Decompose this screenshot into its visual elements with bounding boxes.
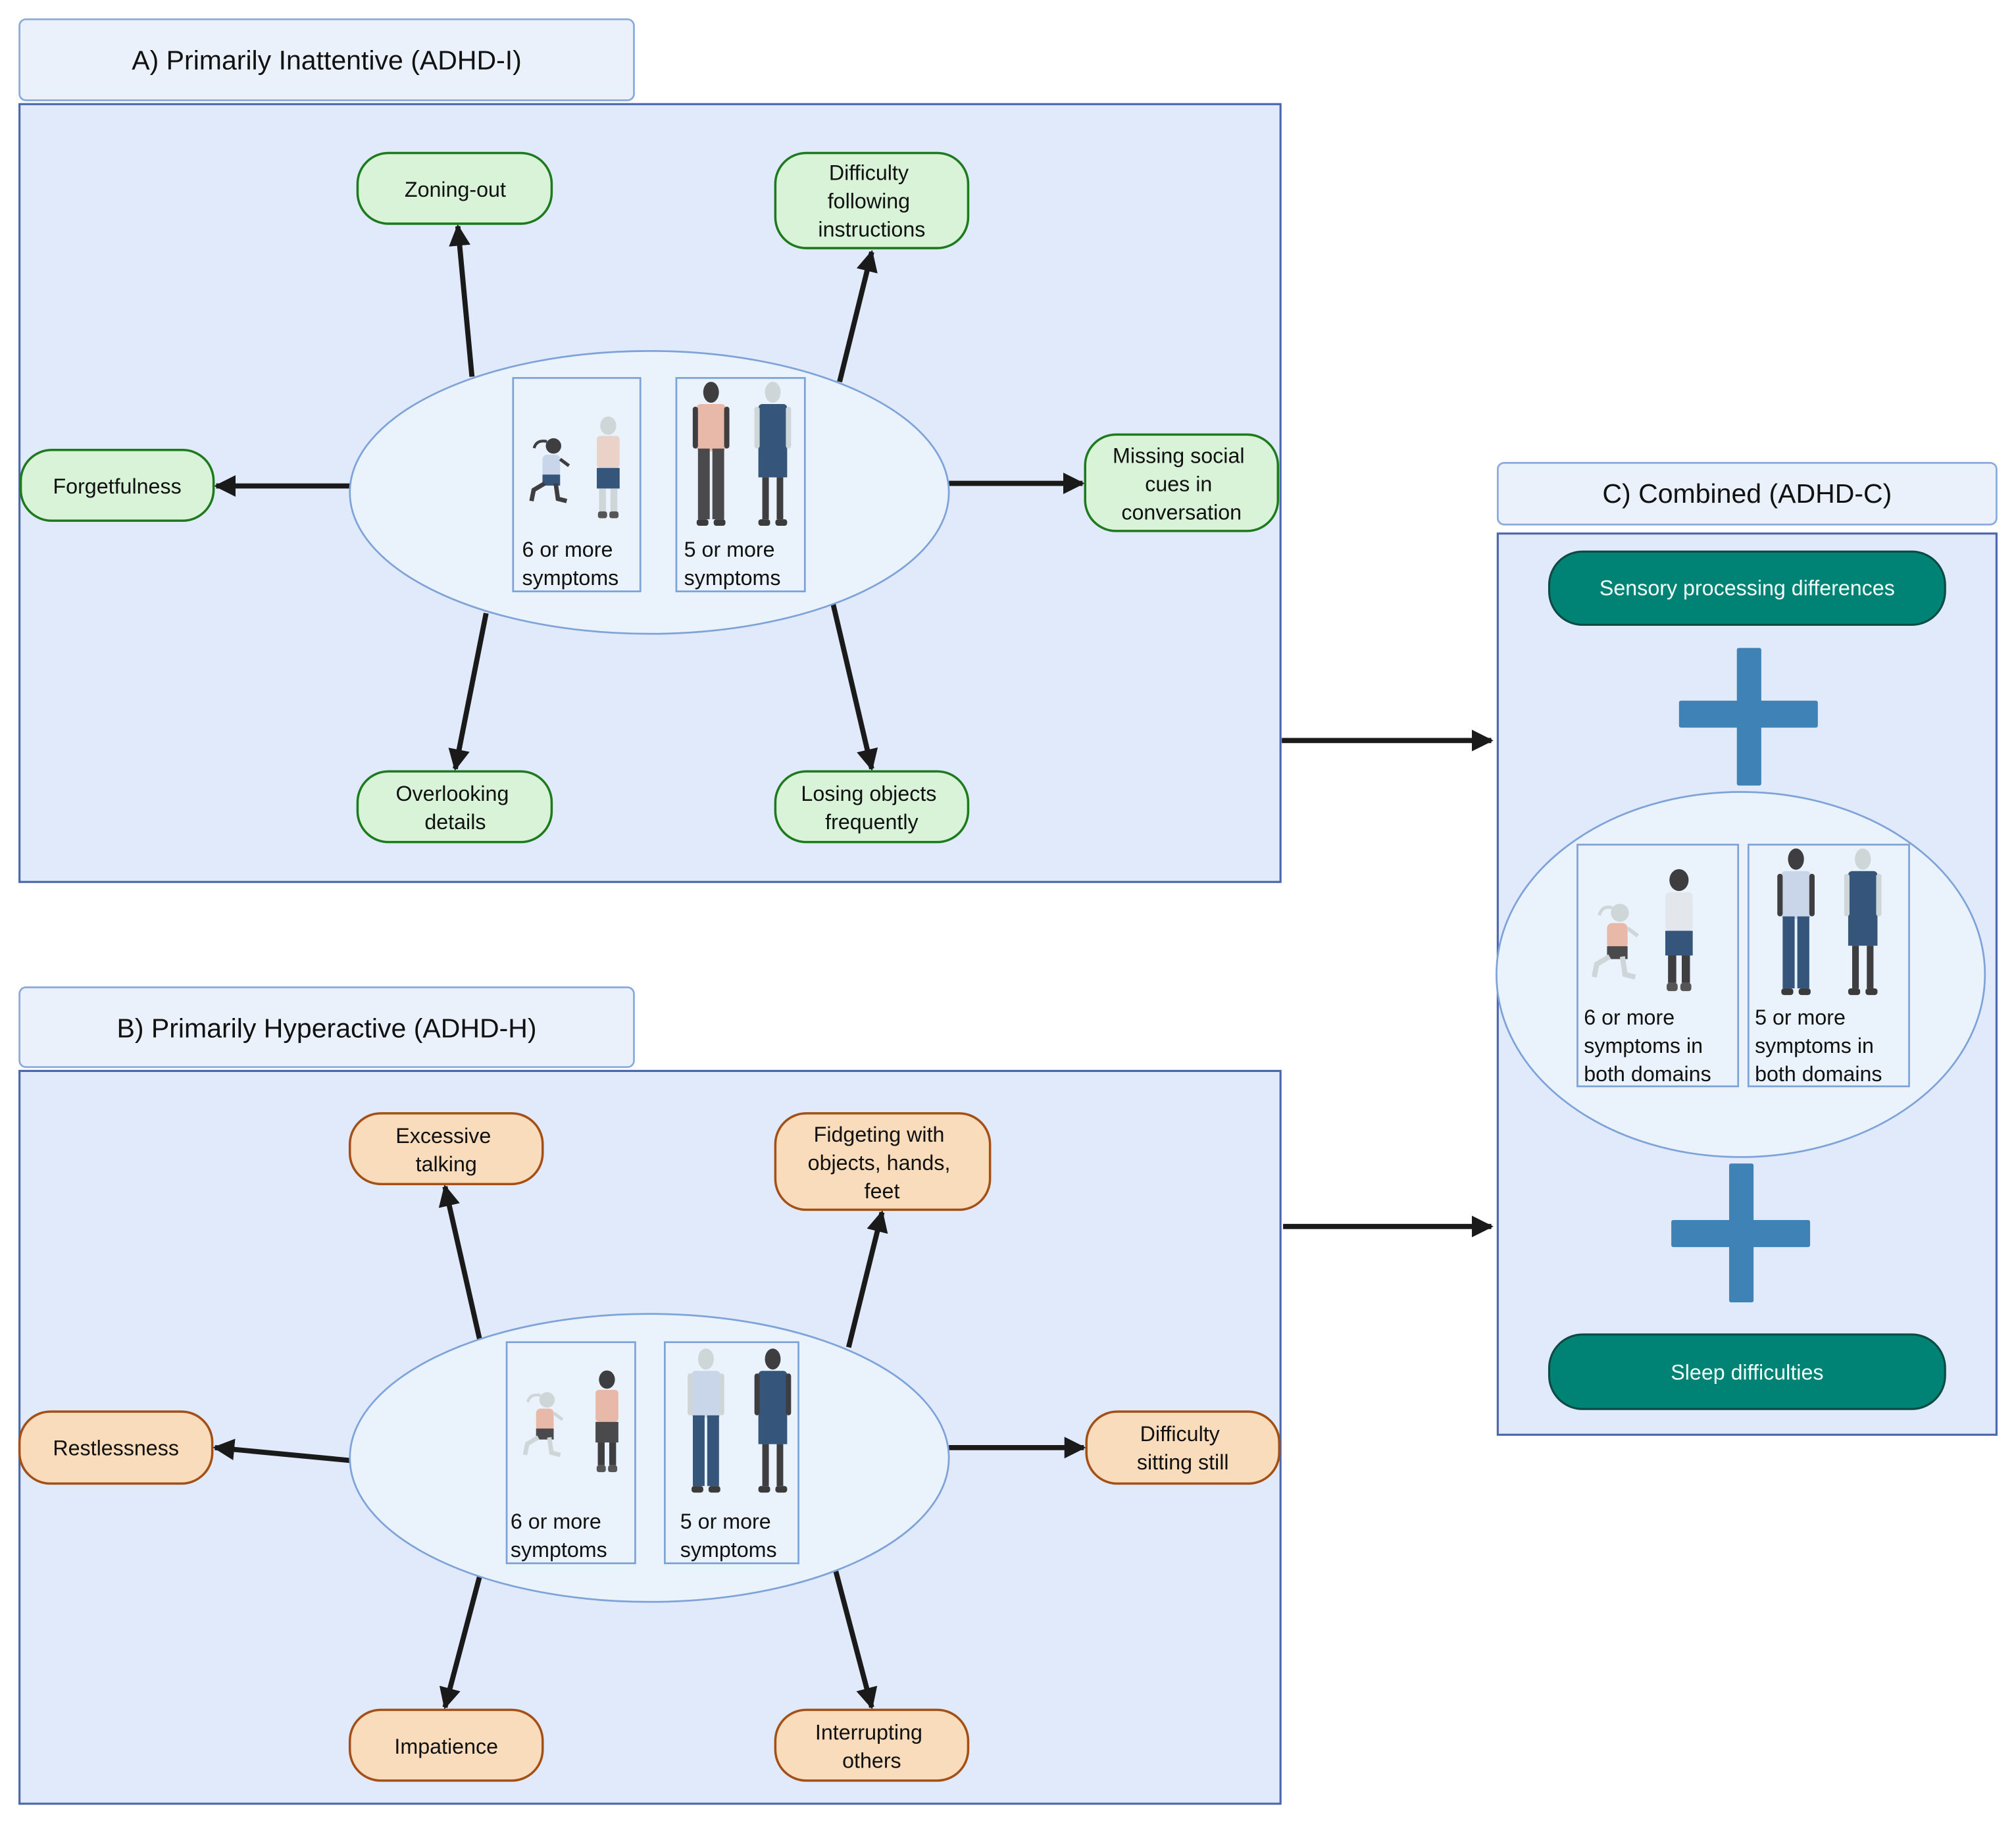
panel-a-arrows xyxy=(214,224,1085,771)
panel-c-children-box: 6 or more symptoms in both domains xyxy=(1576,844,1740,1088)
plus-icon xyxy=(1671,1163,1811,1303)
panel-a-title: A) Primarily Inattentive (ADHD-I) xyxy=(132,45,522,75)
panel-c-combined: C) Combined (ADHD-C) Sensory processing … xyxy=(1496,461,1998,1436)
svg-text:Losing objects frequen: Losing objects frequently xyxy=(801,782,942,834)
arrow-to-fidgeting xyxy=(845,1210,888,1348)
arrow-to-interrupting-others xyxy=(833,1570,878,1710)
svg-text:Forgetfulness: Forgetfulness xyxy=(53,474,181,498)
panel-c-adults-label: 5 or more symptoms in both domains xyxy=(1755,1005,1882,1086)
panel-b-adults-box: 5 or more symptoms xyxy=(663,1341,799,1565)
panel-c-adults-box: 5 or more symptoms in both domains xyxy=(1747,844,1910,1088)
panel-a-header xyxy=(18,18,635,101)
panel-b-title: B) Primarily Hyperactive (ADHD-H) xyxy=(117,1013,537,1044)
panel-a-children-box: 6 or more symptoms xyxy=(512,377,642,593)
panel-c-children-label: 6 or more symptoms in both domains xyxy=(1584,1005,1711,1086)
arrow-to-excessive-talking xyxy=(438,1184,482,1340)
symptom-node-overlooking-details: Overlooking details xyxy=(356,770,553,844)
arrow-to-overlooking-details xyxy=(448,613,489,771)
svg-text:Zoning-out: Zoning-out xyxy=(405,178,506,201)
children-figures-icon xyxy=(529,416,620,519)
svg-text:Missing social cues in: Missing social cues in conversation xyxy=(1113,444,1251,524)
adult-figures-icon xyxy=(1777,848,1882,996)
symptom-node-forgetfulness: Forgetfulness xyxy=(19,449,215,522)
panel-b-adults-label: 5 or more symptoms xyxy=(680,1510,777,1562)
panel-a-adults-label: 5 or more symptoms xyxy=(684,538,781,590)
svg-text:Sleep difficulties: Sleep difficulties xyxy=(1671,1360,1823,1384)
svg-text:Restlessness: Restlessness xyxy=(53,1437,179,1460)
panel-c-title: C) Combined (ADHD-C) xyxy=(1602,478,1892,509)
arrow-to-restlessness xyxy=(213,1438,351,1463)
svg-text:Difficulty sitting sti: Difficulty sitting still xyxy=(1137,1422,1229,1474)
feature-node-sleep-difficulties: Sleep difficulties xyxy=(1548,1333,1946,1410)
panel-a-adults-box: 5 or more symptoms xyxy=(675,377,806,593)
plus-icon xyxy=(1678,648,1818,786)
symptom-node-impatience: Impatience xyxy=(348,1708,544,1782)
panel-b-children-box: 6 or more symptoms xyxy=(505,1341,636,1565)
adult-figures-icon xyxy=(688,1348,792,1493)
symptom-node-missing-social-cues: Missing social cues in conversation xyxy=(1084,433,1280,532)
panel-c-criteria-ellipse xyxy=(1496,791,1986,1158)
panel-b-children-label: 6 or more symptoms xyxy=(511,1510,607,1562)
svg-text:Overlooking details: Overlooking details xyxy=(395,782,515,834)
children-figures-icon xyxy=(522,1370,618,1473)
arrow-to-difficulty-following xyxy=(837,249,878,383)
svg-text:Excessive talking: Excessive talking xyxy=(395,1124,497,1176)
arrow-to-losing-objects xyxy=(830,603,878,771)
svg-text:Interrupting others: Interrupting others xyxy=(815,1720,928,1772)
panel-b-header xyxy=(18,986,635,1068)
svg-text:Difficulty following: Difficulty following instructions xyxy=(818,161,925,242)
symptom-node-interrupting-others: Interrupting others xyxy=(774,1708,970,1782)
panel-c-header xyxy=(1496,461,1998,526)
connector-arrows xyxy=(1282,729,1494,1238)
symptom-node-losing-objects: Losing objects frequently xyxy=(774,770,970,844)
symptom-node-zoning-out: Zoning-out xyxy=(356,151,553,225)
panel-a-inattentive: A) Primarily Inattentive (ADHD-I) 6 or m… xyxy=(18,18,1282,883)
panel-a-children-label: 6 or more symptoms xyxy=(522,538,619,590)
children-figures-icon xyxy=(1592,869,1693,992)
arrow-to-impatience xyxy=(439,1575,482,1710)
arrow-to-zoning-out xyxy=(449,224,475,377)
panel-b-criteria-ellipse xyxy=(349,1313,950,1603)
symptom-node-fidgeting: Fidgeting with objects, hands, feet xyxy=(774,1112,992,1211)
symptom-node-restlessness: Restlessness xyxy=(18,1410,214,1485)
svg-text:Sensory processing differences: Sensory processing differences xyxy=(1600,576,1895,600)
symptom-node-difficulty-following-instructions: Difficulty following instructions xyxy=(774,151,970,249)
feature-node-sensory-processing: Sensory processing differences xyxy=(1548,550,1946,626)
panel-b-hyperactive: B) Primarily Hyperactive (ADHD-H) 6 or m… xyxy=(18,986,1282,1805)
adult-figures-icon xyxy=(692,382,792,526)
symptom-node-excessive-talking: Excessive talking xyxy=(348,1112,544,1186)
svg-text:Fidgeting with objects: Fidgeting with objects, hands, feet xyxy=(808,1123,957,1203)
symptom-node-difficulty-sitting-still: Difficulty sitting still xyxy=(1085,1410,1280,1485)
panel-b-arrows xyxy=(213,1184,1086,1710)
panel-a-criteria-ellipse xyxy=(349,349,950,635)
svg-text:Impatience: Impatience xyxy=(394,1735,498,1758)
